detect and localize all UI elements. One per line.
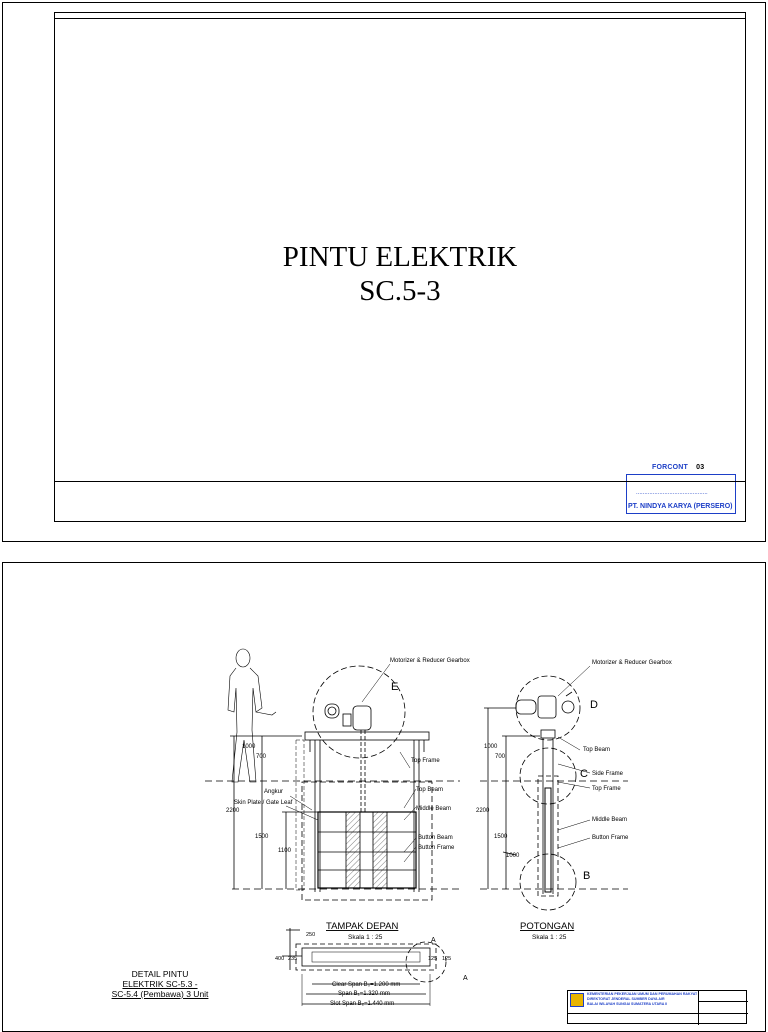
label-angkur: Angkur — [264, 789, 283, 795]
label-button-beam: Button Beam — [418, 835, 453, 841]
title-block-agency: BALAI WILAYAH SUNGAI SUMATERA UTARA II — [587, 1002, 668, 1006]
dim-front-2200: 2200 — [226, 808, 240, 814]
plan-view — [282, 928, 447, 1006]
ministry-logo-icon — [570, 993, 584, 1007]
plan-span: Span B₁=1.320 mm — [338, 991, 390, 997]
label-front-gearbox: Motorizer & Reducer Gearbox — [390, 658, 470, 664]
dim-section-2200: 2200 — [476, 808, 490, 814]
human-figure-icon — [227, 648, 277, 783]
label-front-middle-beam: Middle Beam — [416, 806, 451, 812]
detail-label: DETAIL PINTU ELEKTRIK SC-5.3 - SC-5.4 (P… — [100, 969, 220, 999]
label-detail-e: E — [391, 681, 398, 693]
dim-plan-250: 250 — [306, 932, 315, 938]
section-view-title: POTONGAN — [520, 921, 574, 932]
detail-circle-d — [515, 675, 581, 741]
detail-label-line3: SC-5.4 (Pembawa) 3 Unit — [111, 989, 209, 999]
cover-title-line2: SC.5-3 — [359, 275, 441, 307]
label-side-frame: Side Frame — [592, 771, 624, 777]
label-front-top-beam: Top Beam — [416, 787, 443, 793]
dim-plan-400: 400 — [275, 956, 284, 962]
dim-section-700: 700 — [495, 754, 506, 760]
detail-circle-c — [519, 747, 577, 805]
label-section-top-frame: Top Frame — [592, 786, 621, 792]
title-block-row-line — [568, 1013, 748, 1014]
dim-front-700: 700 — [256, 754, 267, 760]
title-block-directorate: DIREKTORAT JENDERAL SUMBER DAYA AIR — [587, 997, 665, 1001]
section-view — [484, 665, 591, 911]
label-section-gearbox: Motorizer & Reducer Gearbox — [592, 660, 672, 666]
title-block-divider — [698, 991, 699, 1025]
approval-stamp-box — [626, 474, 736, 514]
drawing-sheet-frame — [54, 12, 746, 482]
section-mark-a: A — [431, 937, 436, 944]
dim-plan-125b: 125 — [442, 956, 451, 962]
cover-title-line1: PINTU ELEKTRIK — [282, 241, 518, 273]
label-detail-c: C — [580, 768, 588, 780]
detail-circle-b — [519, 853, 577, 911]
technical-drawing: Motorizer & Reducer Gearbox E Top Frame … — [205, 648, 672, 1007]
label-detail-d: D — [590, 699, 598, 711]
section-view-scale: Skala 1 : 25 — [532, 934, 567, 941]
dim-plan-125a: 125 — [428, 956, 437, 962]
drawing-sheet — [2, 562, 766, 1032]
label-front-top-frame: Top Frame — [411, 758, 440, 764]
label-section-middle-beam: Middle Beam — [592, 817, 627, 823]
stamp-brand: FORCONT 03 — [652, 464, 704, 471]
stamp-brand-suffix: 03 — [696, 464, 705, 471]
plan-clear-span: Clear Span B₀=1.200 mm — [332, 982, 400, 988]
detail-circle-a — [405, 941, 447, 983]
dim-section-1000: 1000 — [484, 744, 498, 750]
dim-section-1500: 1500 — [494, 834, 508, 840]
detail-circle-e — [312, 665, 406, 759]
front-view-scale: Skala 1 : 25 — [348, 934, 383, 941]
label-skin-plate: Skin Plate / Gate Leaf — [234, 800, 293, 806]
detail-label-line2: ELEKTRIK SC-5.3 - — [122, 979, 198, 989]
title-block-row-line-2 — [698, 1001, 748, 1002]
title-block: KEMENTERIAN PEKERJAAN UMUM DAN PERUMAHAN… — [567, 990, 748, 1025]
front-view-title: TAMPAK DEPAN — [326, 921, 398, 932]
stamp-signature-line: ........................................… — [636, 490, 708, 496]
front-view — [230, 663, 433, 901]
detail-label-line1: DETAIL PINTU — [131, 969, 189, 979]
dim-section-1000b: 1000 — [506, 853, 520, 859]
cover-sheet — [2, 2, 766, 542]
title-block-ministry: KEMENTERIAN PEKERJAAN UMUM DAN PERUMAHAN… — [587, 992, 697, 996]
plan-slot-span: Slot Span B₂=1.440 mm — [330, 1001, 394, 1007]
label-section-top-beam: Top Beam — [583, 747, 610, 753]
label-section-button-frame: Button Frame — [592, 835, 629, 841]
label-front-button-frame: Button Frame — [418, 845, 455, 851]
dim-front-1100: 1100 — [278, 848, 292, 854]
label-detail-b: B — [583, 870, 590, 882]
dim-front-1500: 1500 — [255, 834, 269, 840]
stamp-brand-name: FORCONT — [652, 464, 689, 471]
dim-front-1000: 1000 — [242, 744, 256, 750]
stamp-company-name: PT. NINDYA KARYA (PERSERO) — [628, 503, 733, 510]
section-mark-a-2: A — [463, 975, 468, 982]
dim-plan-235: 235 — [288, 956, 297, 962]
